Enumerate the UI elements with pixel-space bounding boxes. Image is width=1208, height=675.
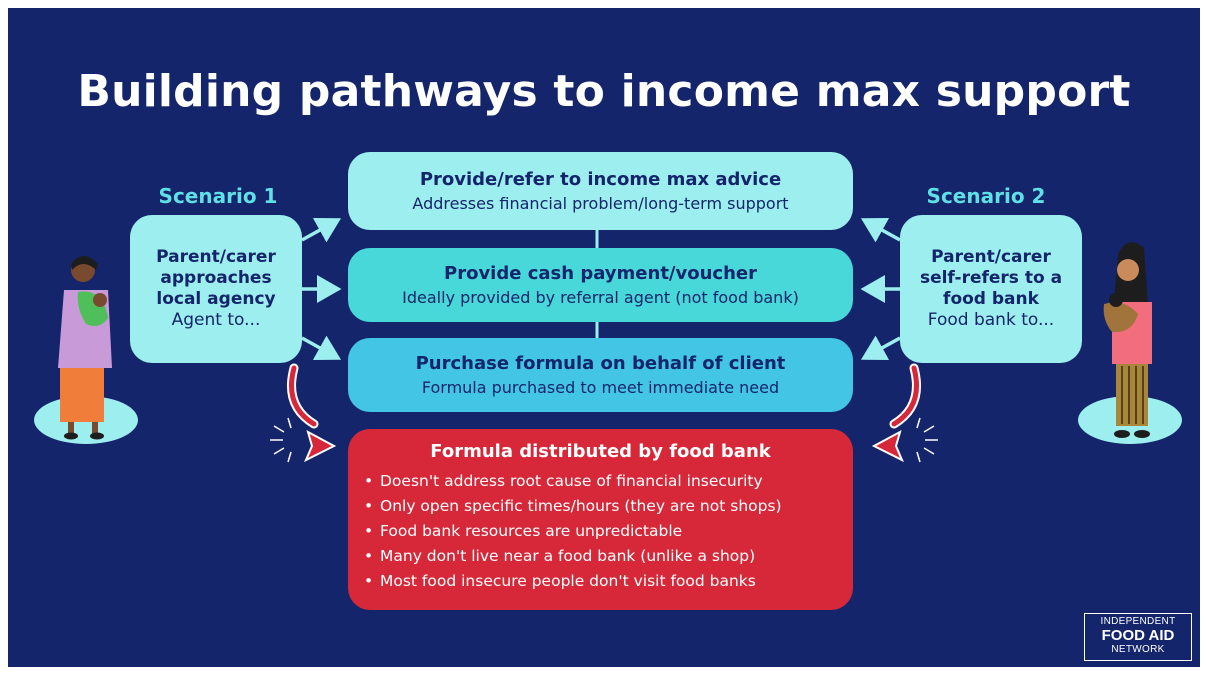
- scenario-1-line: approaches: [160, 268, 272, 288]
- option-description: Formula purchased to meet immediate need: [421, 377, 780, 397]
- foodbank-bullet-list: Doesn't address root cause of financial …: [362, 469, 782, 594]
- infographic: Building pathways to income max support: [8, 8, 1200, 667]
- scenario-2-line: Parent/carer: [931, 247, 1051, 267]
- ifan-logo: INDEPENDENT FOOD AID NETWORK: [1084, 613, 1192, 661]
- bullet-item: Most food insecure people don't visit fo…: [362, 569, 782, 594]
- parent-with-baby-illustration-left: [34, 256, 138, 444]
- scenario-2-line: self-refers to a: [919, 268, 1063, 288]
- logo-line: NETWORK: [1111, 644, 1165, 655]
- option-description: Addresses financial problem/long-term su…: [412, 193, 789, 213]
- foodbank-title: Formula distributed by food bank: [430, 441, 771, 462]
- option-title: Purchase formula on behalf of client: [415, 352, 786, 374]
- option-income-max-advice: Provide/refer to income max advice Addre…: [348, 152, 853, 230]
- scenario-1-box: Parent/carer approaches local agency Age…: [130, 215, 302, 363]
- scenario-1-line: local agency: [156, 289, 276, 309]
- arrow-scenario1-to-option3: [301, 335, 342, 361]
- option-description: Ideally provided by referral agent (not …: [402, 287, 799, 307]
- arrow-scenario1-to-option1: [301, 217, 342, 243]
- bullet-item: Food bank resources are unpredictable: [362, 519, 782, 544]
- scenario-1-line: Parent/carer: [156, 247, 276, 267]
- scenario-1-line: Agent to...: [171, 310, 261, 330]
- scenario-1-label: Scenario 1: [158, 184, 278, 208]
- logo-line: INDEPENDENT: [1100, 616, 1176, 627]
- option-title: Provide/refer to income max advice: [419, 168, 782, 190]
- scenario-2-label: Scenario 2: [926, 184, 1046, 208]
- page-title: Building pathways to income max support: [77, 66, 1131, 117]
- scenario-2-line: Food bank to...: [927, 310, 1055, 330]
- arrow-scenario2-to-option1: [860, 217, 901, 243]
- arrow-scenario2-to-option3: [860, 335, 901, 361]
- parent-with-baby-illustration-right: [1078, 242, 1182, 444]
- option-cash-payment: Provide cash payment/voucher Ideally pro…: [348, 248, 853, 322]
- curved-arrow-left-icon: [270, 363, 337, 463]
- bullet-item: Doesn't address root cause of financial …: [362, 469, 782, 494]
- bullet-item: Many don't live near a food bank (unlike…: [362, 544, 782, 569]
- scenario-2-box: Parent/carer self-refers to a food bank …: [900, 215, 1082, 363]
- logo-line: FOOD AID: [1101, 627, 1175, 644]
- bullet-item: Only open specific times/hours (they are…: [362, 494, 782, 519]
- option-purchase-formula: Purchase formula on behalf of client For…: [348, 338, 853, 412]
- curved-arrow-right-icon: [871, 363, 938, 463]
- connector-arrows: [34, 217, 1182, 463]
- option-title: Provide cash payment/voucher: [444, 262, 757, 284]
- scenario-2-line: food bank: [943, 289, 1039, 309]
- foodbank-box: Formula distributed by food bank Doesn't…: [348, 429, 853, 610]
